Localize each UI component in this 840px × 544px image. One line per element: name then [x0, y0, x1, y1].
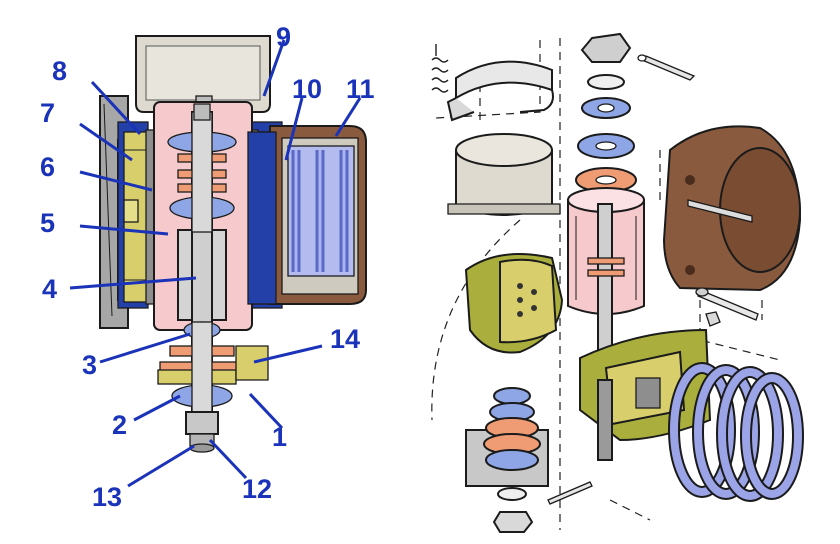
exploded-lower-stack: [465, 387, 549, 533]
callout-5: 5: [40, 208, 55, 238]
exploded-top-cap: [447, 133, 561, 216]
split-pin-top: [637, 54, 696, 81]
callout-4: 4: [42, 274, 57, 304]
callout-labels: 8 7 6 5 4 3 2 1 13 12 14 9 10: [40, 22, 375, 512]
callout-14: 14: [330, 324, 360, 354]
split-pin-bottom: [547, 481, 593, 505]
callout-1: 1: [272, 422, 287, 452]
callout-8: 8: [52, 56, 67, 86]
olive-half-bushing: [464, 253, 564, 354]
callout-9: 9: [276, 22, 291, 52]
callout-13: 13: [92, 482, 122, 512]
exploded-spring-housing: [662, 125, 802, 292]
callout-3: 3: [82, 350, 97, 380]
top-nut: [193, 103, 211, 121]
exploded-coil-spring: [668, 362, 804, 502]
callout-12: 12: [242, 474, 272, 504]
callout-2: 2: [112, 410, 127, 440]
top-cap: [135, 35, 271, 113]
exploded-top-stack: [575, 32, 637, 193]
coil-spring: [287, 145, 355, 277]
callout-7: 7: [40, 98, 55, 128]
clamp-band: [446, 60, 554, 122]
sectional-view: 8 7 6 5 4 3 2 1 13 12 14 9 10: [40, 22, 375, 512]
bottom-nut: [185, 411, 219, 453]
olive-bracket: [579, 328, 712, 461]
callout-11: 11: [346, 74, 375, 104]
callout-6: 6: [40, 152, 55, 182]
assembly-guide-lines: [431, 38, 781, 530]
small-spring: [431, 44, 449, 93]
upper-washer-stack: [167, 111, 237, 233]
callout-10: 10: [292, 74, 322, 104]
exploded-bolts: [695, 287, 759, 327]
exploded-view: [431, 32, 804, 533]
lower-washer-stack: [157, 321, 269, 413]
